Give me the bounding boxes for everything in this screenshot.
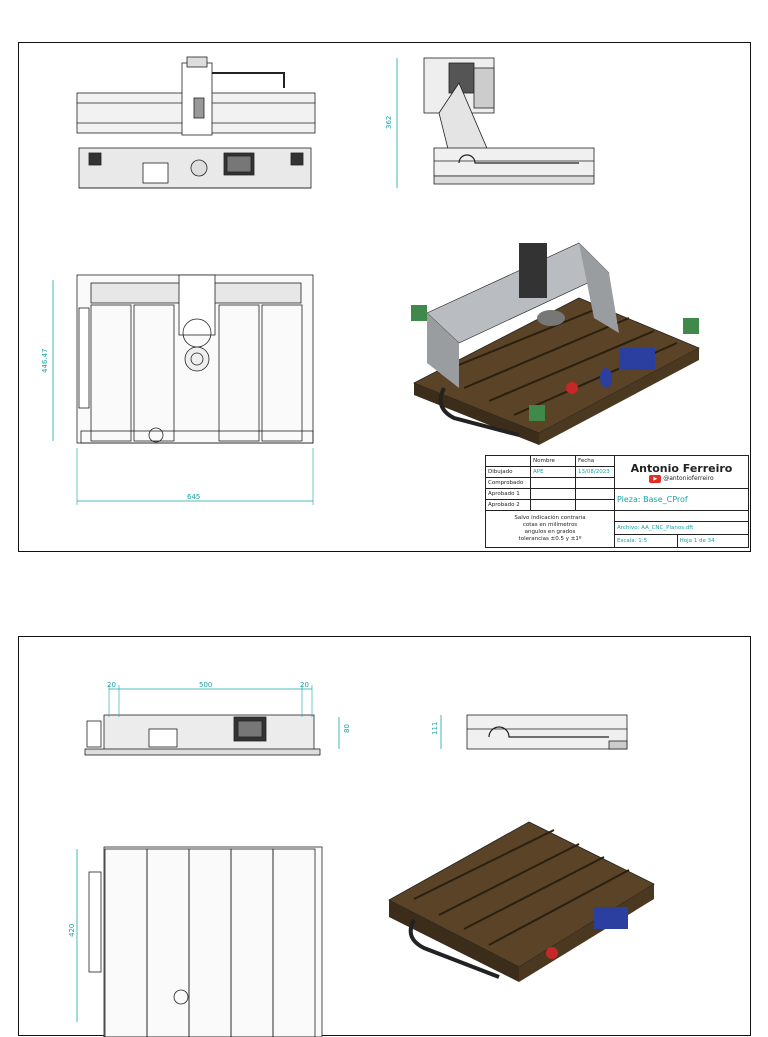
drawing-sheet-2: 20 500 20 80 111 420 [18,636,751,1037]
title-col-date: Fecha [575,455,615,467]
dim-width-front: 645 [187,493,200,501]
note-line-1: Salvo indicación contraria [514,515,586,521]
note-line-3: angulos en grados [524,529,576,535]
row-label-drawn: Dibujado [485,466,531,478]
sheet1-drawing: 362 446.47 645 [41,56,700,505]
note-line-2: cotas en milímetros [522,522,578,528]
row-name-checked [530,477,576,489]
note-line-4: tolerancias ±0.5 y ±1º [518,536,582,542]
top-view-gantry [76,56,316,189]
title-block: Nombre Fecha Antonio Ferreiro ▶ @antonio… [485,455,750,549]
row-date-approved1 [575,488,615,500]
row-name-approved2 [530,499,576,511]
base-side-view [466,714,628,750]
isometric-render-base [388,821,655,982]
author-name: Antonio Ferreiro [630,461,733,475]
channel-handle: @antonioferreiro [663,474,714,482]
row-label-approved2: Aprobado 2 [485,499,531,511]
isometric-render-cnc [411,242,700,445]
tolerance-note: Salvo indicación contraria cotas en milí… [485,510,615,548]
dim-depth: 420 [68,924,76,937]
sheet2-drawing: 20 500 20 80 111 420 [68,681,655,1037]
dim-left-offset: 20 [107,681,116,689]
front-view-frame [76,274,314,444]
scale-label: Escala: 1:5 [614,533,678,549]
dim-span: 500 [199,681,212,689]
side-view-machine [423,57,595,185]
base-front-view [84,714,321,756]
row-date-approved2 [575,499,615,511]
row-label-checked: Comprobado [485,477,531,489]
sheet-number: Hoja 1 de 34 [676,533,750,549]
dim-side-height: 111 [431,722,439,735]
part-name: Pieza: Base_CProf [614,488,749,511]
youtube-icon: ▶ [649,474,662,483]
row-date-checked [575,477,615,489]
dim-height-front: 446.47 [41,349,49,374]
row-name-approved1 [530,488,576,500]
row-name-drawn: APE [530,466,576,478]
row-label-approved1: Aprobado 1 [485,488,531,500]
dim-right-offset: 20 [300,681,309,689]
dim-height: 80 [343,724,351,733]
base-plan-view [88,846,323,1037]
row-date-drawn: 13/08/2023 [575,466,615,478]
file-name: Archivo: AA_CNC_Planos.dft [614,520,749,535]
title-col-name: Nombre [530,455,576,467]
dim-height-side: 362 [385,116,393,129]
drawing-sheet-1: 362 446.47 645 [18,42,751,552]
